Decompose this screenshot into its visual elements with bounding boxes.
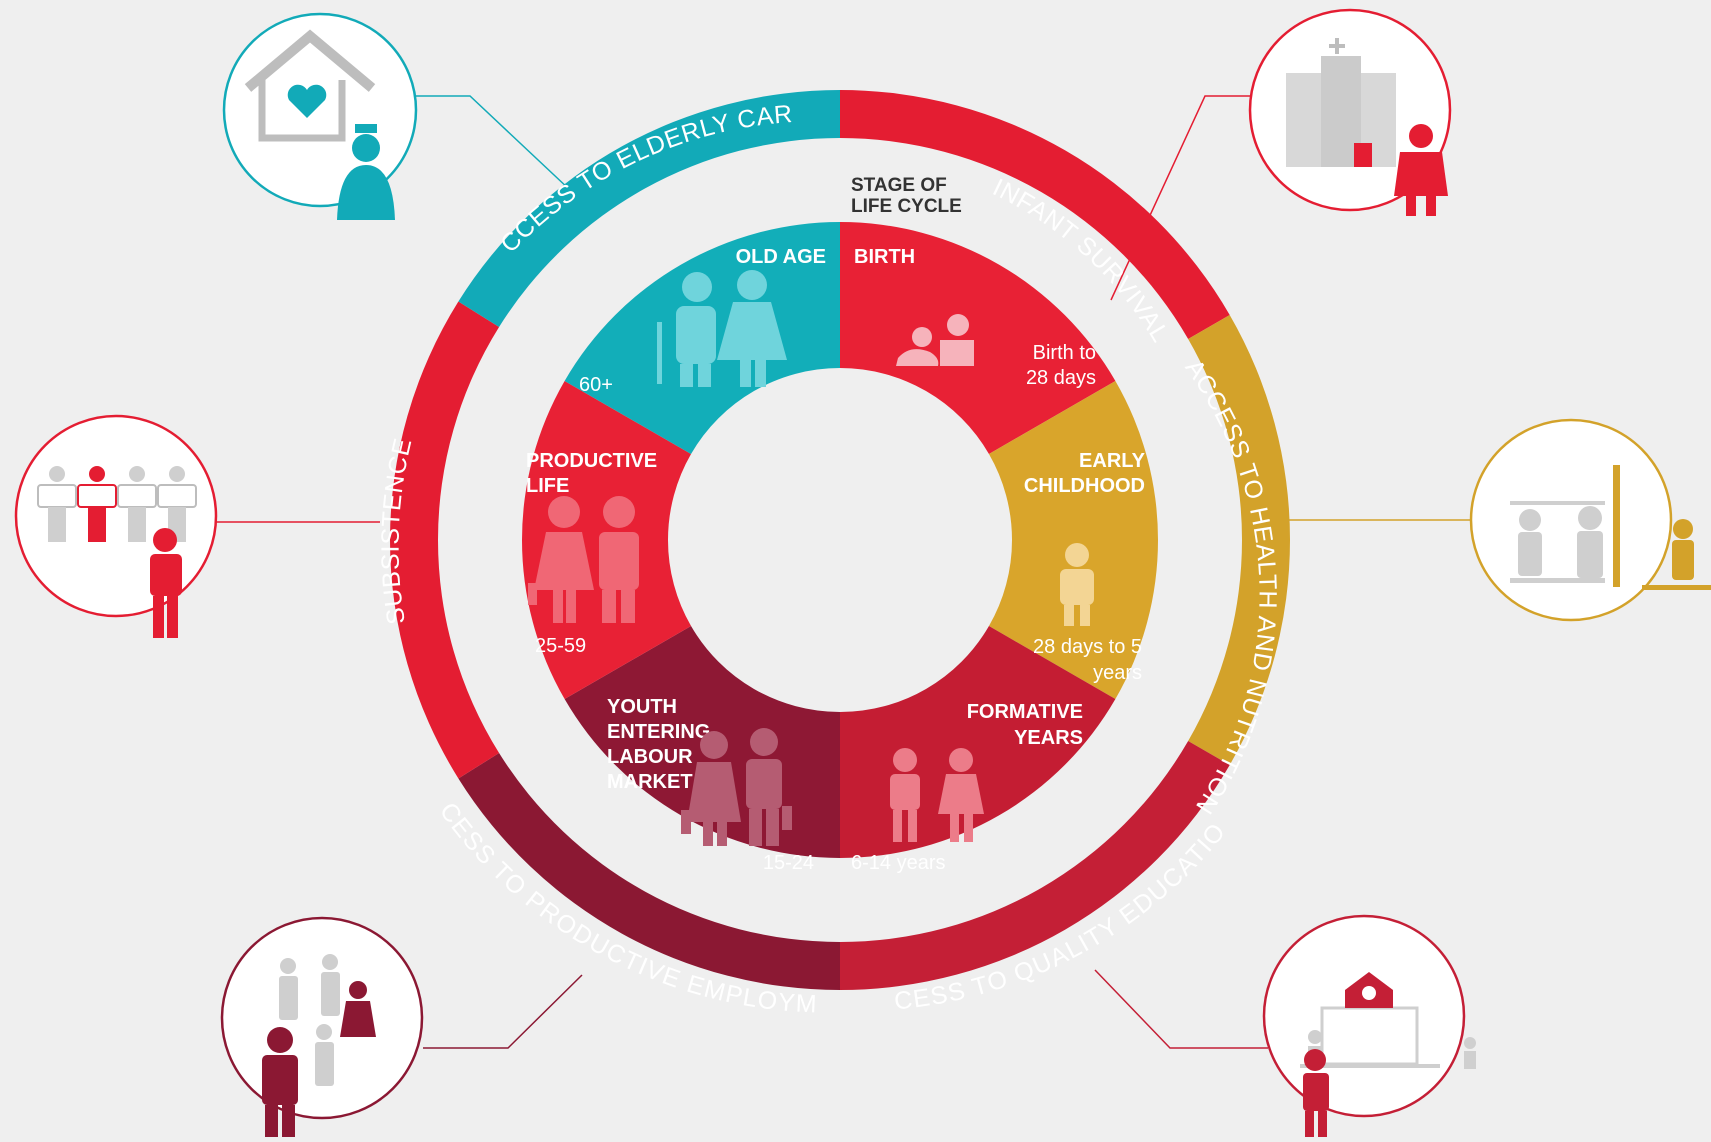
center-title: STAGE OF LIFE CYCLE: [851, 175, 962, 217]
hospital-mother-icon: [1248, 8, 1452, 216]
connector-quality-education: [1094, 969, 1268, 1049]
adult-couple-icon: [528, 496, 639, 623]
baby-icon: [896, 314, 974, 366]
stage-label-formative-years: FORMATIVE: [967, 701, 1083, 723]
ring-segment-productive-employment: [458, 753, 840, 990]
outer-ring: [389, 90, 1290, 990]
child-icon: [1060, 543, 1094, 626]
ring-segment-quality-education: [840, 741, 1230, 990]
stage-range-early-childhood: 28 days to 5: [1033, 636, 1142, 658]
stage-label-early-childhood: CHILDHOOD: [1024, 475, 1145, 497]
cash-transfer-icon: [14, 414, 218, 638]
stage-range-birth: Birth to: [1033, 342, 1096, 364]
stage-range-formative-years: 6-14 years: [851, 852, 946, 874]
connector-productive-employment: [423, 974, 583, 1049]
stage-segment-birth: [840, 222, 1116, 454]
stage-label-early-childhood: EARLY: [1079, 450, 1146, 472]
elderly-couple-icon: [657, 270, 787, 387]
title-line-2: LIFE CYCLE: [851, 196, 962, 217]
school-building-icon: [1262, 914, 1476, 1137]
stage-label-youth: ENTERING: [607, 721, 710, 743]
youth-couple-icon: [681, 728, 792, 846]
stage-range-old-age: 60+: [579, 374, 613, 396]
stage-label-birth: BIRTH: [854, 246, 915, 268]
stage-segment-early-childhood: [988, 381, 1158, 699]
stage-label-youth: MARKET: [607, 771, 693, 793]
workers-group-icon: [220, 916, 424, 1137]
stage-range-productive-life: 25-59: [535, 635, 586, 657]
stage-label-old-age: OLD AGE: [736, 246, 826, 268]
stage-label-youth: LABOUR: [607, 746, 693, 768]
schoolchildren-icon: [890, 748, 984, 842]
ring-segment-health-nutrition: [1188, 315, 1290, 765]
growth-measurement-icon: [1469, 418, 1711, 622]
stage-label-productive-life: LIFE: [526, 475, 569, 497]
stage-label-formative-years: YEARS: [1014, 727, 1083, 749]
stage-range-birth: 28 days: [1026, 367, 1096, 389]
stage-range-early-childhood: years: [1093, 662, 1142, 684]
stage-labels: BIRTH Birth to 28 days EARLY CHILDHOOD 2…: [526, 246, 1146, 874]
stage-label-youth: YOUTH: [607, 696, 677, 718]
title-line-1: STAGE OF: [851, 175, 947, 196]
care-home-nurse-icon: [222, 12, 418, 220]
ring-segment-subsistence: [389, 301, 500, 779]
stage-label-productive-life: PRODUCTIVE: [526, 450, 657, 472]
ring-segment-elderly-care: [458, 90, 840, 327]
ring-segment-infant-survival: [840, 90, 1230, 339]
stage-range-youth: 15-24: [763, 852, 814, 874]
